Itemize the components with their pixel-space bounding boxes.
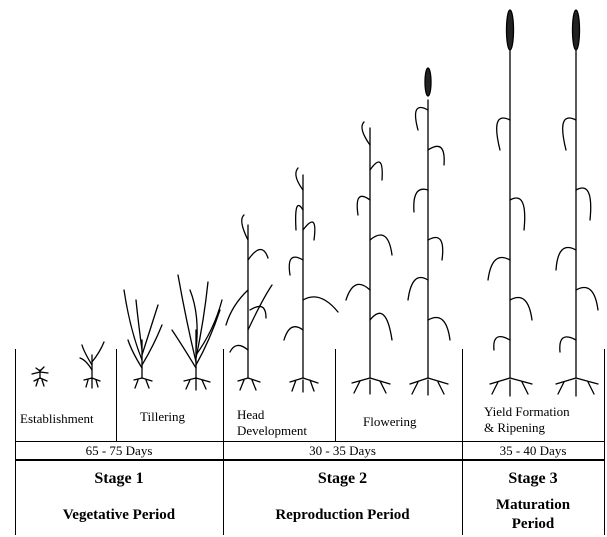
stage1-subtitle: Vegetative Period	[15, 506, 223, 524]
row-divider-durations	[15, 459, 604, 461]
seedling-plant-1	[32, 367, 48, 386]
stage1-title: Stage 1	[15, 470, 223, 488]
flowering-plant-1	[346, 122, 392, 394]
label-head-line2: Development	[237, 423, 307, 438]
duration-stage1: 65 - 75 Days	[15, 444, 223, 458]
label-yield-line1: Yield Formation	[484, 404, 570, 419]
label-yield-line2: & Ripening	[484, 420, 545, 435]
tillering-plant-2	[172, 275, 222, 390]
label-tillering: Tillering	[140, 409, 185, 424]
plant-illustrations	[0, 0, 607, 400]
stage2-subtitle: Reproduction Period	[223, 506, 462, 524]
label-establishment: Establishment	[20, 411, 94, 426]
stage2-title: Stage 2	[223, 470, 462, 488]
stage3-subtitle-line2: Period	[462, 515, 604, 533]
divider-establishment-tillering	[116, 349, 117, 441]
duration-stage2: 30 - 35 Days	[223, 444, 462, 458]
duration-stage3: 35 - 40 Days	[462, 444, 604, 458]
divider-head-flowering	[335, 349, 336, 441]
stage3-subtitle-line1: Maturation	[462, 496, 604, 514]
head-development-plant-2	[284, 168, 338, 392]
head-development-plant-1	[226, 215, 272, 390]
label-head-line1: Head	[237, 407, 264, 422]
ripening-plant-1	[488, 10, 532, 396]
label-flowering: Flowering	[363, 414, 416, 429]
stage3-title: Stage 3	[462, 470, 604, 488]
table-right-border	[604, 349, 605, 535]
ripening-plant-2	[556, 10, 598, 396]
seedling-plant-2	[80, 342, 104, 388]
flowering-plant-2	[408, 68, 450, 395]
tillering-plant-1	[124, 290, 162, 388]
row-divider-labels	[15, 441, 604, 442]
